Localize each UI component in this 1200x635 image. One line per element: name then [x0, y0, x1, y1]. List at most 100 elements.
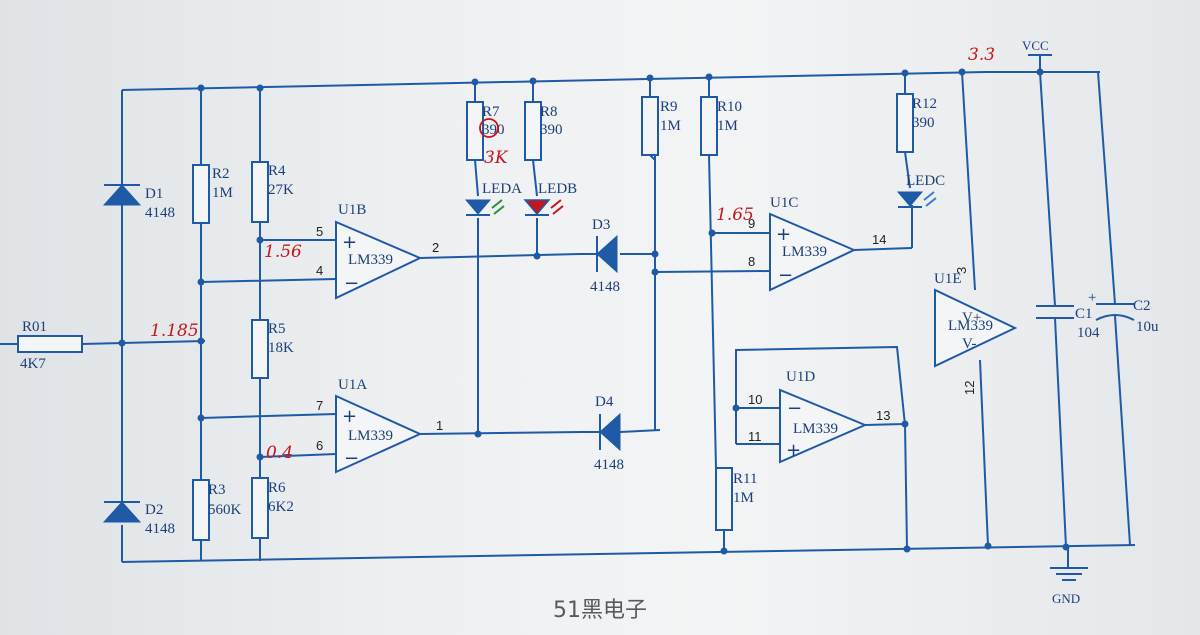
- resistor-r11: R11 1M: [715, 467, 757, 551]
- led-leda: LEDA: [464, 181, 522, 216]
- r8-ref: R8: [540, 104, 558, 120]
- u1e-ref: U1E: [934, 271, 962, 287]
- led-ledc: LEDC: [896, 173, 945, 208]
- r4-value: 27K: [268, 182, 294, 198]
- note-supply-voltage: 3.3: [968, 45, 995, 65]
- watermark: 51黑电子: [553, 598, 647, 623]
- r01-ref: R01: [22, 319, 47, 335]
- r11-value: 1M: [733, 490, 754, 506]
- resistor-r9: R9 1M: [641, 78, 681, 161]
- note-input-node: 1.185: [150, 321, 199, 341]
- svg-text:4: 4: [316, 263, 323, 278]
- r01-value: 4K7: [20, 356, 46, 372]
- d1-ref: D1: [145, 186, 163, 202]
- resistor-r2: R2 1M: [192, 164, 233, 224]
- r11-ref: R11: [733, 471, 757, 487]
- r2-ref: R2: [212, 166, 230, 182]
- resistor-r4: R4 27K: [251, 161, 294, 223]
- comparator-u1c: + − LM339 U1C 9 8 14: [748, 195, 886, 292]
- r6-ref: R6: [268, 480, 286, 496]
- svg-text:11: 11: [748, 429, 762, 444]
- gnd-rail: [121, 525, 1136, 563]
- d3-value: 4148: [590, 279, 620, 295]
- r9-value: 1M: [660, 118, 681, 134]
- svg-text:−: −: [778, 265, 793, 286]
- r12-value: 390: [912, 115, 935, 131]
- comparator-u1a: + − LM339 U1A 7 6 1: [316, 377, 443, 474]
- r5-ref: R5: [268, 321, 286, 337]
- u1a-ref: U1A: [338, 377, 367, 393]
- u1e-vplus: V+: [962, 310, 981, 326]
- resistor-r7: R7 390: [466, 82, 505, 197]
- u1d-ref: U1D: [786, 369, 815, 385]
- gnd-symbol: GND: [1050, 547, 1088, 606]
- svg-text:9: 9: [748, 216, 755, 231]
- u1c-part: LM339: [782, 244, 827, 260]
- wire-u1c-out: [853, 205, 913, 251]
- svg-text:3: 3: [954, 267, 969, 274]
- d4-value: 4148: [594, 457, 624, 473]
- r9-ref: R9: [660, 99, 678, 115]
- output-wires: [419, 155, 771, 435]
- svg-text:−: −: [344, 273, 359, 294]
- r3-value: 560K: [208, 502, 242, 518]
- capacitor-c1: C1 104: [1036, 71, 1100, 548]
- svg-text:12: 12: [962, 381, 977, 395]
- u1c-ref: U1C: [770, 195, 798, 211]
- led-ledb: LEDB: [523, 181, 577, 216]
- note-r7-circle: [479, 118, 499, 138]
- r7-value: 390: [482, 122, 505, 138]
- note-u1c-ref: 1.65: [716, 205, 754, 225]
- d4-ref: D4: [595, 394, 614, 410]
- u1d-part: LM339: [793, 421, 838, 437]
- comparator-u1e: V+ LM339 V- U1E 3 12: [934, 267, 1018, 395]
- d3-ref: D3: [592, 217, 610, 233]
- vcc-symbol: VCC: [1022, 38, 1052, 72]
- u1e-part: LM339: [948, 318, 993, 334]
- svg-text:+: +: [342, 406, 357, 427]
- vcc-label: VCC: [1022, 38, 1049, 53]
- d2-ref: D2: [145, 502, 163, 518]
- diode-d3: D3 4148: [580, 217, 620, 295]
- svg-text:10: 10: [748, 392, 762, 407]
- r7-ref: R7: [482, 104, 500, 120]
- wires-u1d: [735, 345, 908, 550]
- svg-text:+: +: [342, 232, 357, 253]
- svg-text:2: 2: [432, 240, 439, 255]
- r6-value: 6K2: [268, 499, 294, 515]
- svg-text:7: 7: [316, 398, 323, 413]
- resistor-r12: R12 390: [896, 73, 937, 189]
- r3-ref: R3: [208, 482, 226, 498]
- u1b-part: LM339: [348, 252, 393, 268]
- svg-text:+: +: [1088, 290, 1096, 306]
- u1b-ref: U1B: [338, 202, 366, 218]
- svg-text:+: +: [776, 224, 791, 245]
- leda-ref: LEDA: [482, 181, 522, 197]
- r10-ref: R10: [717, 99, 742, 115]
- resistor-r10: R10 1M: [700, 77, 742, 469]
- c1-value: 104: [1077, 325, 1100, 341]
- resistor-r6: R6 6K2: [251, 477, 294, 539]
- ledb-ref: LEDB: [538, 181, 577, 197]
- d2-value: 4148: [145, 521, 175, 537]
- comparator-u1b: + − LM339 U1B 5 4 2: [316, 202, 439, 300]
- handwritten-notes: 3.3 3K 1.185 1.56 0.4 1.65: [150, 45, 995, 463]
- r10-value: 1M: [717, 118, 738, 134]
- diode-d1: D1 4148: [102, 184, 175, 221]
- c2-value: 10u: [1136, 319, 1159, 335]
- svg-text:14: 14: [872, 232, 886, 247]
- svg-text:−: −: [344, 448, 359, 469]
- diode-d2: D2 4148: [102, 501, 175, 537]
- svg-text:6: 6: [316, 438, 323, 453]
- svg-text:1: 1: [436, 418, 443, 433]
- gnd-label: GND: [1052, 591, 1080, 606]
- u1a-part: LM339: [348, 428, 393, 444]
- note-u1a-ref: 0.4: [266, 443, 293, 463]
- comparator-u1d: − + LM339 U1D 10 11 13: [748, 369, 890, 464]
- capacitor-c2: + C2 10u: [1088, 71, 1159, 546]
- resistor-r8: R8 390: [524, 82, 563, 197]
- r8-value: 390: [540, 122, 563, 138]
- diode-d4: D4 4148: [582, 394, 624, 473]
